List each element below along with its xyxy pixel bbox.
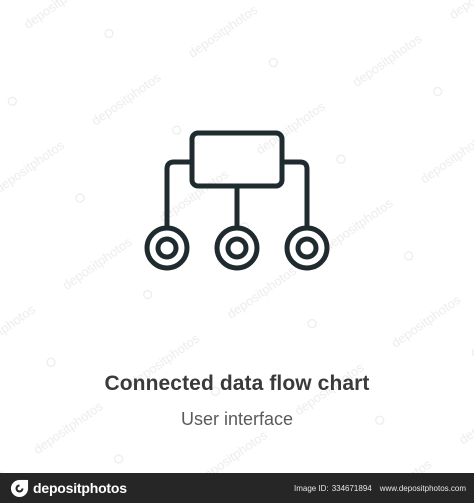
icon-title: Connected data flow chart (104, 372, 370, 395)
flow-chart-top-box (189, 130, 285, 189)
flow-chart-right-node-outer (284, 225, 330, 271)
stock-footer-bar: depositphotos Image ID:334671894 www.dep… (0, 473, 474, 503)
flow-chart-left-connector (164, 159, 195, 229)
connected-data-flow-chart-icon (137, 124, 337, 274)
flow-chart-center-node-outer (214, 225, 260, 271)
flow-chart-right-node-inner (295, 236, 319, 260)
flow-chart-center-node-inner (225, 236, 249, 260)
image-id-value: 334671894 (331, 483, 372, 493)
brand-name: depositphotos (33, 480, 127, 496)
flow-chart-right-connector (279, 159, 310, 229)
image-id-group: Image ID:334671894 (294, 484, 372, 493)
icon-category: User interface (180, 409, 294, 429)
image-id-label: Image ID: (294, 483, 329, 493)
stock-image-canvas: depositphotos Connected data flow chart … (0, 0, 474, 473)
flow-chart-left-node-outer (144, 225, 190, 271)
image-info: Image ID:334671894 www.depositphotos.com (294, 484, 466, 493)
flow-chart-left-node-inner (155, 236, 179, 260)
site-url[interactable]: www.depositphotos.com (379, 483, 466, 493)
depositphotos-brand[interactable]: depositphotos (10, 479, 127, 498)
depositphotos-logo-icon (10, 479, 29, 497)
